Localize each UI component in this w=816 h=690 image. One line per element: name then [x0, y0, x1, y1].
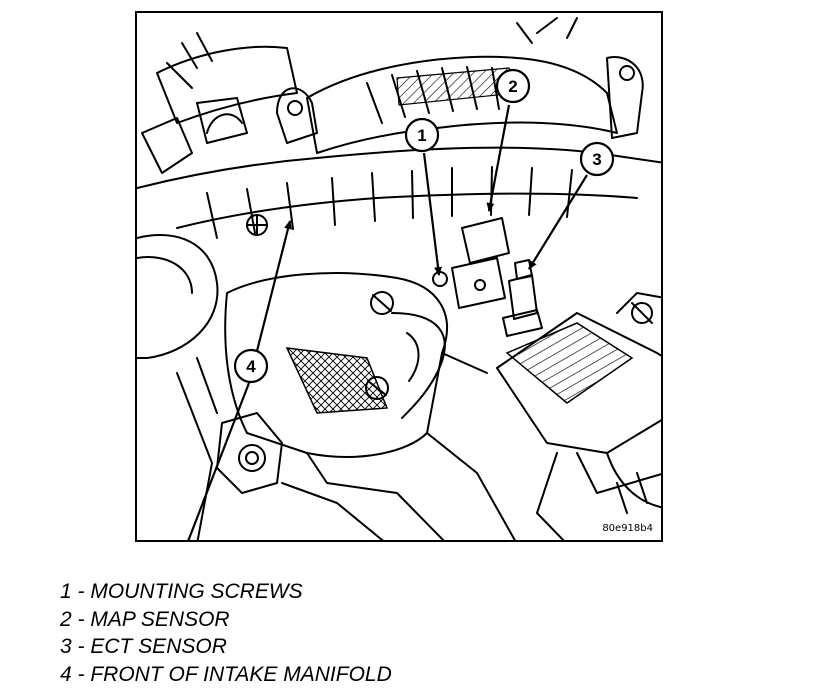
legend-item-ect-sensor: 3 - ECT SENSOR [60, 635, 227, 658]
callout-3: 3 [579, 141, 615, 177]
callout-3-number: 3 [592, 150, 601, 169]
callout-leaders [187, 104, 588, 540]
callout-1-number: 1 [417, 126, 426, 145]
callout-1: 1 [404, 117, 440, 153]
engine-diagram-figure: 1 2 3 4 80e918b4 [135, 11, 663, 542]
hatched-gasket-area [285, 347, 389, 414]
callout-4-number: 4 [246, 357, 256, 376]
callout-4: 4 [233, 348, 269, 384]
legend-item-map-sensor: 2 - MAP SENSOR [60, 607, 230, 631]
figure-code: 80e918b4 [602, 523, 653, 534]
callout-legend: 1 - MOUNTING SCREWS 2 - MAP SENSOR 3 - E… [60, 578, 800, 688]
coil-ribbed-surface [505, 322, 634, 404]
callout-2: 2 [495, 68, 531, 104]
engine-line-drawing: 1 2 3 4 [137, 17, 661, 540]
legend-item-front-of-intake-manifold: 4 - FRONT OF INTAKE MANIFOLD [60, 662, 392, 686]
callout-2-number: 2 [508, 77, 517, 96]
legend-item-mounting-screws: 1 - MOUNTING SCREWS [60, 580, 303, 603]
